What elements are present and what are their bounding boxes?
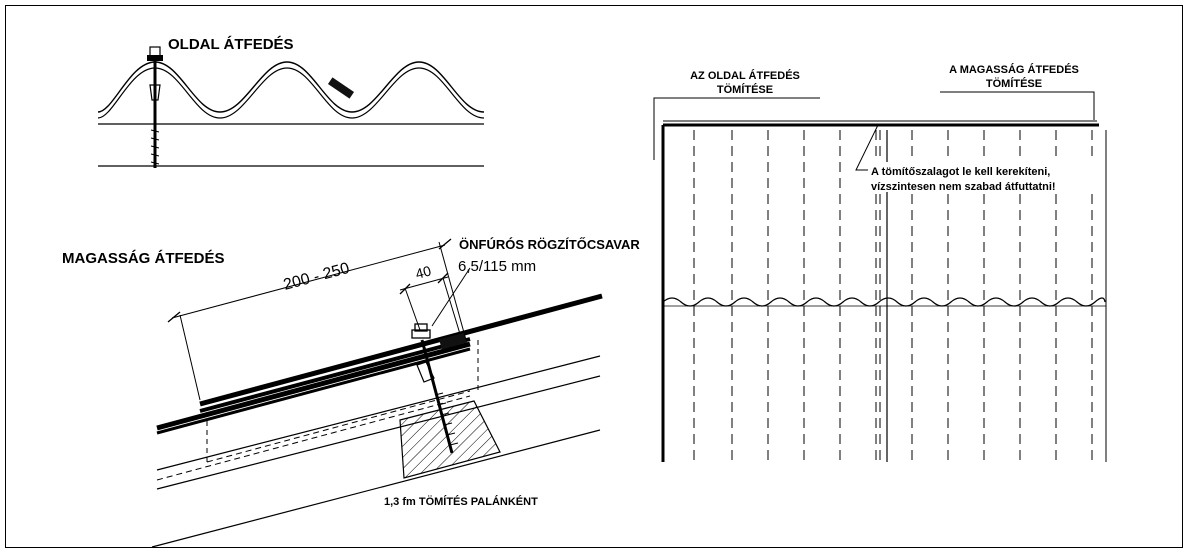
dim-screw-value: 40	[414, 262, 433, 282]
height-overlap-detail: MAGASSÁG ÁTFEDÉS ÖNFÚRÓS RÖGZÍTŐCSAVAR 6…	[62, 237, 640, 548]
side-seal-leader	[653, 97, 820, 160]
wooden-batten-hatch	[399, 400, 501, 479]
dim-line-overlap	[171, 244, 446, 319]
upper-sheet-top	[199, 293, 603, 407]
height-screw-icon	[411, 323, 459, 454]
side-seal-strip	[327, 77, 355, 99]
seal-per-sheet-note: 1,3 fm TÖMÍTÉS PALÁNKÉNT	[384, 495, 538, 508]
note-background	[868, 162, 1102, 192]
side-screw-icon	[147, 46, 163, 168]
lower-sheet-bottom	[156, 347, 471, 435]
dim-ext-right	[438, 241, 467, 341]
lower-sheet-top	[156, 341, 471, 431]
rafter-line-2	[156, 375, 601, 490]
rafter-line-1	[156, 355, 601, 471]
height-seal-block	[439, 332, 467, 350]
dim-ticks-overlap	[167, 238, 452, 323]
height-overlap-title: MAGASSÁG ÁTFEDÉS	[62, 250, 225, 267]
dim-ticks-screw	[399, 272, 449, 295]
screw-label: ÖNFÚRÓS RÖGZÍTŐCSAVAR	[459, 237, 640, 252]
hidden-line-1	[206, 390, 471, 463]
height-seal-leader	[940, 91, 1095, 120]
dim-overlap-value: 200 - 250	[282, 260, 352, 294]
roof-plan-view: AZ OLDAL ÁTFEDÉS TÖMÍTÉSE A MAGASSÁG ÁTF…	[653, 63, 1107, 462]
note-leader	[855, 124, 879, 171]
plan-note-line2: vízszintesen nem szabad átfuttatni!	[871, 181, 1056, 193]
side-overlap-title: OLDAL ÁTFEDÉS	[168, 36, 294, 53]
side-overlap-detail: OLDAL ÁTFEDÉS	[97, 36, 485, 168]
transverse-overlap-wave	[662, 297, 1106, 307]
dim-ext-left	[179, 314, 201, 401]
screw-size: 6,5/115 mm	[458, 258, 536, 275]
height-seal-label-line1: A MAGASSÁG ÁTFEDÉS	[949, 63, 1079, 76]
dim-ext-screw-left	[404, 287, 421, 331]
rafter-line-3	[151, 429, 601, 548]
side-seal-label-line2: TÖMÍTÉSE	[717, 83, 773, 96]
drawing-frame	[5, 5, 1183, 548]
hidden-line-2	[156, 395, 471, 481]
screw-leader-line	[431, 267, 471, 327]
height-seal-label-line2: TÖMÍTÉSE	[986, 77, 1042, 90]
side-seal-label-line1: AZ OLDAL ÁTFEDÉS	[690, 69, 800, 82]
dim-ext-screw-right	[442, 277, 461, 335]
dim-line-screw	[399, 276, 449, 291]
plan-note-line1: A tömítőszalagot le kell kerekíteni,	[871, 166, 1050, 178]
